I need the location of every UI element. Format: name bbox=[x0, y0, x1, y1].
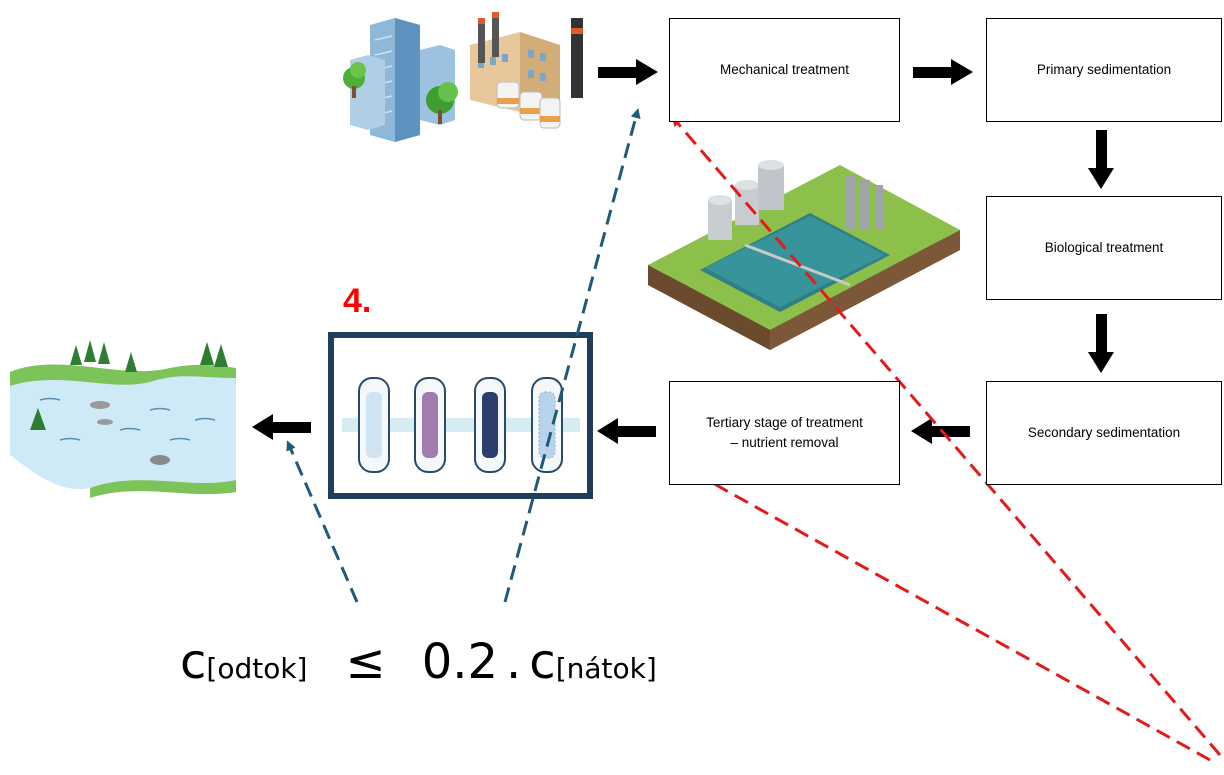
mechanical-treatment-box: Mechanical treatment bbox=[669, 18, 900, 122]
tertiary-treatment-label-line2: – nutrient removal bbox=[730, 435, 839, 450]
arrow-city-to-mechanical bbox=[598, 59, 658, 85]
red-dashed-arrow-to-mechanical bbox=[671, 116, 1222, 756]
treatment-plant-illustration bbox=[648, 160, 960, 350]
stage-number-label: 4. bbox=[343, 282, 372, 320]
filter-column-4 bbox=[531, 377, 563, 473]
river-illustration bbox=[10, 340, 236, 498]
mechanical-treatment-label: Mechanical treatment bbox=[719, 62, 850, 77]
biological-treatment-label: Biological treatment bbox=[1044, 240, 1164, 255]
blue-dashed-arrow-to-mechanical bbox=[503, 108, 641, 603]
primary-sedimentation-box: Primary sedimentation bbox=[986, 18, 1222, 122]
concentration-formula: c[odtok]≤0.2.c[nátok] bbox=[180, 634, 657, 690]
formula-outflow-subscript: [odtok] bbox=[206, 652, 308, 685]
arrow-tertiary-to-filter bbox=[597, 418, 656, 444]
secondary-sedimentation-box: Secondary sedimentation bbox=[986, 381, 1222, 485]
arrow-mechanical-to-primary bbox=[913, 59, 973, 85]
biological-treatment-box: Biological treatment bbox=[986, 196, 1222, 300]
tertiary-treatment-label-line1: Tertiary stage of treatment bbox=[706, 415, 863, 430]
blue-dashed-arrow-to-river bbox=[286, 440, 359, 603]
formula-operator: ≤ bbox=[345, 634, 386, 690]
arrow-secondary-to-tertiary bbox=[911, 418, 970, 444]
red-dashed-arrow-to-tertiary bbox=[670, 459, 1211, 762]
arrow-filter-to-river bbox=[252, 414, 311, 440]
filter-column-3 bbox=[474, 377, 506, 473]
formula-c-outflow: c bbox=[180, 634, 207, 690]
filter-column-1 bbox=[358, 377, 390, 473]
arrow-primary-to-biological bbox=[1088, 130, 1114, 189]
formula-factor: 0.2 bbox=[421, 634, 499, 690]
tertiary-treatment-box: Tertiary stage of treatment – nutrient r… bbox=[669, 381, 900, 485]
secondary-sedimentation-label: Secondary sedimentation bbox=[1027, 425, 1181, 440]
formula-dot: . bbox=[506, 634, 522, 690]
arrow-biological-to-secondary bbox=[1088, 314, 1114, 373]
filter-column-2 bbox=[414, 377, 446, 473]
formula-inflow-subscript: [nátok] bbox=[555, 652, 657, 685]
filter-unit-frame bbox=[328, 332, 593, 499]
primary-sedimentation-label: Primary sedimentation bbox=[1036, 62, 1172, 77]
formula-c-inflow: c bbox=[529, 634, 556, 690]
city-factory-illustration bbox=[343, 12, 583, 142]
